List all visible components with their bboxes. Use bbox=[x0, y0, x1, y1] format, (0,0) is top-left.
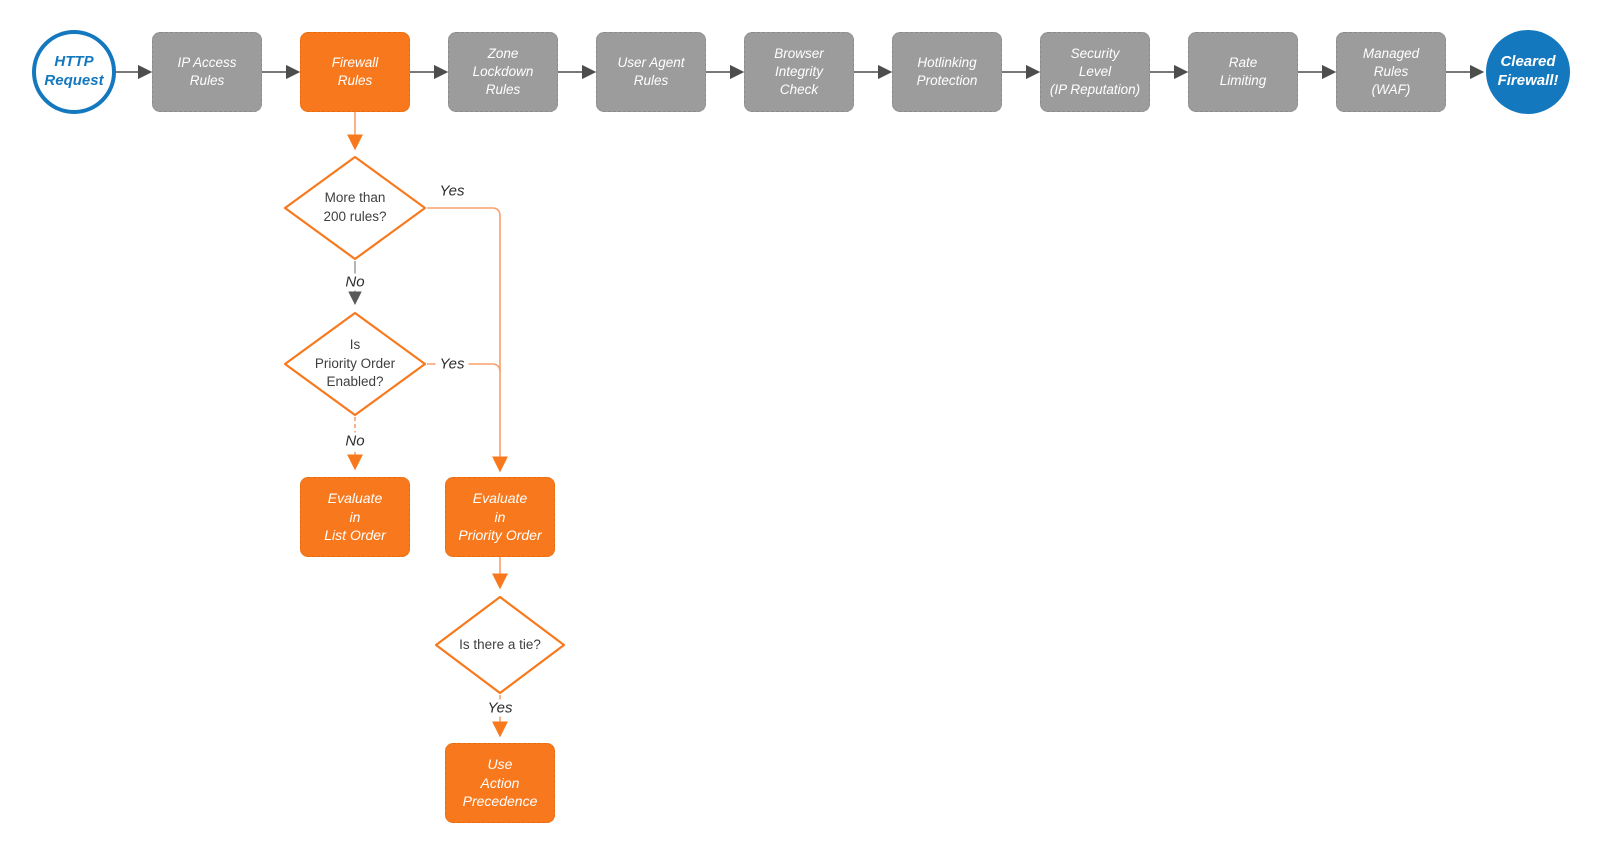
decision-label: More than 200 rules? bbox=[323, 190, 387, 224]
stage-browser-integrity-check: Browser Integrity Check bbox=[744, 32, 854, 112]
edge-label-yes-1: Yes bbox=[439, 182, 465, 200]
diamond-shape-icon bbox=[283, 311, 427, 417]
action-evaluate-priority-order: Evaluate in Priority Order bbox=[445, 477, 555, 557]
stage-firewall-rules: Firewall Rules bbox=[300, 32, 410, 112]
edge-label-yes-2: Yes bbox=[435, 355, 469, 373]
action-use-action-precedence: Use Action Precedence bbox=[445, 743, 555, 823]
decision-label: Is Priority Order Enabled? bbox=[314, 336, 396, 390]
decision-more-than-200-rules: More than 200 rules? bbox=[283, 155, 427, 261]
decision-priority-order-enabled: Is Priority Order Enabled? bbox=[283, 311, 427, 417]
stage-hotlinking-protection: Hotlinking Protection bbox=[892, 32, 1002, 112]
http-request-node: HTTP Request bbox=[32, 30, 116, 114]
diamond-shape-icon bbox=[283, 155, 427, 261]
stage-rate-limiting: Rate Limiting bbox=[1188, 32, 1298, 112]
stage-user-agent-rules: User Agent Rules bbox=[596, 32, 706, 112]
edge-label-yes-3: Yes bbox=[483, 699, 517, 717]
stage-zone-lockdown-rules: Zone Lockdown Rules bbox=[448, 32, 558, 112]
stage-managed-rules-waf: Managed Rules (WAF) bbox=[1336, 32, 1446, 112]
stage-ip-access-rules: IP Access Rules bbox=[152, 32, 262, 112]
edge-label-no-2: No bbox=[341, 432, 369, 450]
edge-label-no-1: No bbox=[341, 273, 369, 291]
decision-is-there-a-tie: Is there a tie? bbox=[434, 595, 566, 695]
diamond-shape-icon bbox=[434, 595, 566, 695]
decision-label: Is there a tie? bbox=[459, 636, 541, 652]
stage-security-level: Security Level (IP Reputation) bbox=[1040, 32, 1150, 112]
cleared-firewall-node: Cleared Firewall! bbox=[1486, 30, 1570, 114]
action-evaluate-list-order: Evaluate in List Order bbox=[300, 477, 410, 557]
